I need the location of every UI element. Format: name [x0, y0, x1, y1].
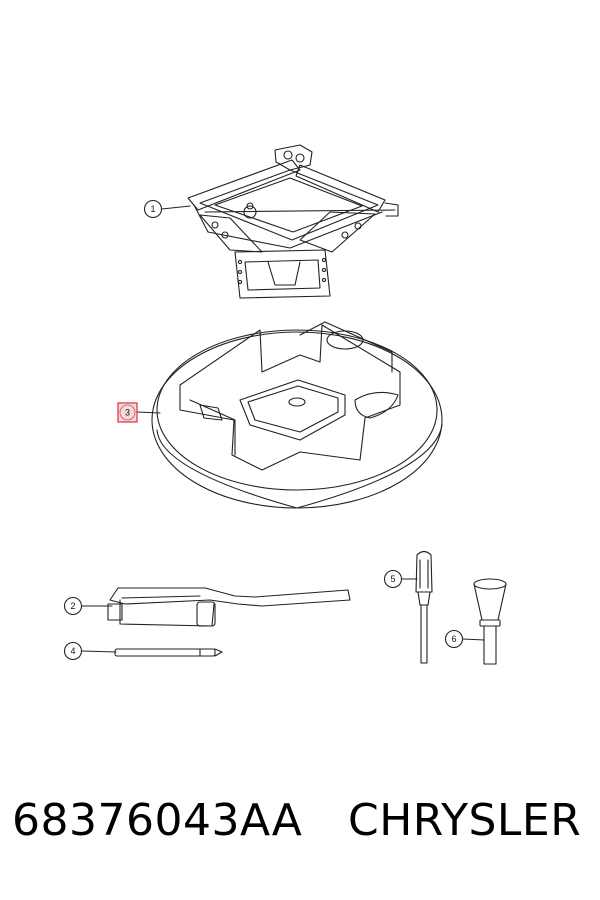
- brand-name: CHRYSLER: [348, 795, 582, 846]
- callout-label: 2: [70, 601, 75, 611]
- callout-2[interactable]: 2: [63, 596, 83, 616]
- callout-4[interactable]: 4: [63, 641, 83, 661]
- callout-5[interactable]: 5: [383, 569, 403, 589]
- screwdriver-drawing: [415, 550, 433, 664]
- wrench-drawing: [107, 587, 351, 627]
- extension-bar-drawing: [114, 648, 223, 657]
- funnel-adapter-drawing: [473, 578, 507, 665]
- callout-label: 5: [390, 574, 395, 584]
- callout-3[interactable]: 3: [117, 402, 138, 423]
- callout-label: 4: [70, 646, 75, 656]
- callout-6[interactable]: 6: [444, 629, 464, 649]
- callout-1[interactable]: 1: [143, 199, 163, 219]
- callout-label: 6: [451, 634, 456, 644]
- leader-lines: [81, 205, 485, 653]
- footer: 68376043AA CHRYSLER: [0, 795, 600, 875]
- part-number: 68376043AA: [12, 795, 303, 846]
- callout-label: 1: [150, 204, 155, 214]
- jack-tray-drawing: [151, 321, 443, 509]
- callout-label: 3: [125, 408, 130, 418]
- scissor-jack-drawing: [187, 144, 399, 299]
